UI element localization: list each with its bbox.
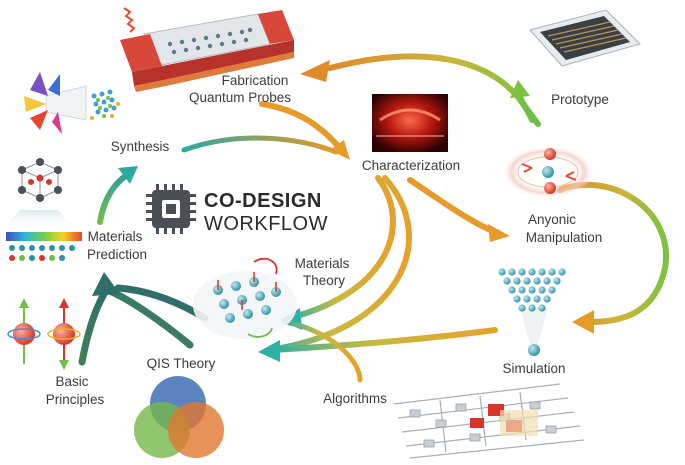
arrow-head-anyonic <box>488 224 510 242</box>
qis-venn-diagram <box>134 376 224 458</box>
synthesis-illustration <box>24 72 120 134</box>
label-anyonic-line2: Manipulation <box>526 230 603 245</box>
label-synthesis: Synthesis <box>111 139 170 154</box>
arrow-characterization-to-qis <box>267 175 412 353</box>
arrow-characterization-to-materials-theory <box>287 175 396 321</box>
label-basic-principles-line2: Principles <box>46 392 105 407</box>
arrow-synthesis-to-characterization <box>181 135 339 155</box>
materials-theory-illustration <box>193 257 297 339</box>
prototype-chip-illustration <box>529 9 641 67</box>
label-materials-prediction-line2: Prediction <box>87 247 147 262</box>
label-simulation: Simulation <box>502 361 565 376</box>
rotation-arrow-green-icon <box>247 327 273 338</box>
algorithms-circuit-illustration <box>393 383 585 459</box>
characterization-image <box>372 94 448 152</box>
arrow-head-fabrication <box>300 60 330 82</box>
arrow-head-simulation <box>572 310 594 334</box>
venn-circle-orange <box>168 402 224 458</box>
labels: Fabrication Quantum Probes Synthesis Cha… <box>46 73 609 407</box>
arrow-prediction-to-synthesis <box>97 171 131 225</box>
label-fabrication-line2: Quantum Probes <box>189 90 291 105</box>
rotation-arrow-icon <box>253 257 278 275</box>
label-algorithms: Algorithms <box>323 391 387 406</box>
arrow-head-prediction <box>92 272 120 296</box>
chip-logo-icon <box>146 184 196 234</box>
label-basic-principles-line1: Basic <box>55 374 88 389</box>
label-materials-theory-line2: Theory <box>303 273 345 288</box>
label-anyonic-line1: Anyonic <box>528 212 576 227</box>
label-prototype: Prototype <box>551 92 609 107</box>
laser-squiggle-icon <box>123 7 136 33</box>
materials-prediction-illustration <box>0 158 82 261</box>
simulation-illustration <box>498 268 566 356</box>
label-qis-theory: QIS Theory <box>147 356 216 371</box>
spectrum-bar <box>6 232 82 241</box>
arrow-fabrication-to-characterization <box>259 101 341 149</box>
arrow-qis-to-prediction <box>108 288 194 349</box>
arrow-head-synthesis <box>118 166 138 184</box>
arrow-basic-principles-to-prediction <box>78 290 108 366</box>
arrow-characterization-to-anyonic <box>407 177 498 235</box>
title-line2: WORKFLOW <box>204 213 328 235</box>
arrow-simulation-to-qis <box>269 327 498 353</box>
label-materials-prediction-line1: Materials <box>88 229 143 244</box>
arrow-head-characterization-1 <box>330 140 350 160</box>
arrow-algorithms-to-theory <box>282 319 363 383</box>
label-fabrication-line1: Fabrication <box>222 73 289 88</box>
fabrication-device-illustration <box>120 7 294 92</box>
anyonic-manipulation-illustration <box>502 146 594 198</box>
arrow-head-prototype <box>510 80 530 98</box>
arrow-head-qis <box>258 340 280 362</box>
label-materials-theory-line1: Materials <box>295 256 350 271</box>
label-characterization: Characterization <box>362 158 460 173</box>
title-line1: CO-DESIGN <box>204 190 322 212</box>
arrow-prototype-loop-to-simulation <box>557 181 670 325</box>
basic-principles-illustration <box>7 298 81 370</box>
